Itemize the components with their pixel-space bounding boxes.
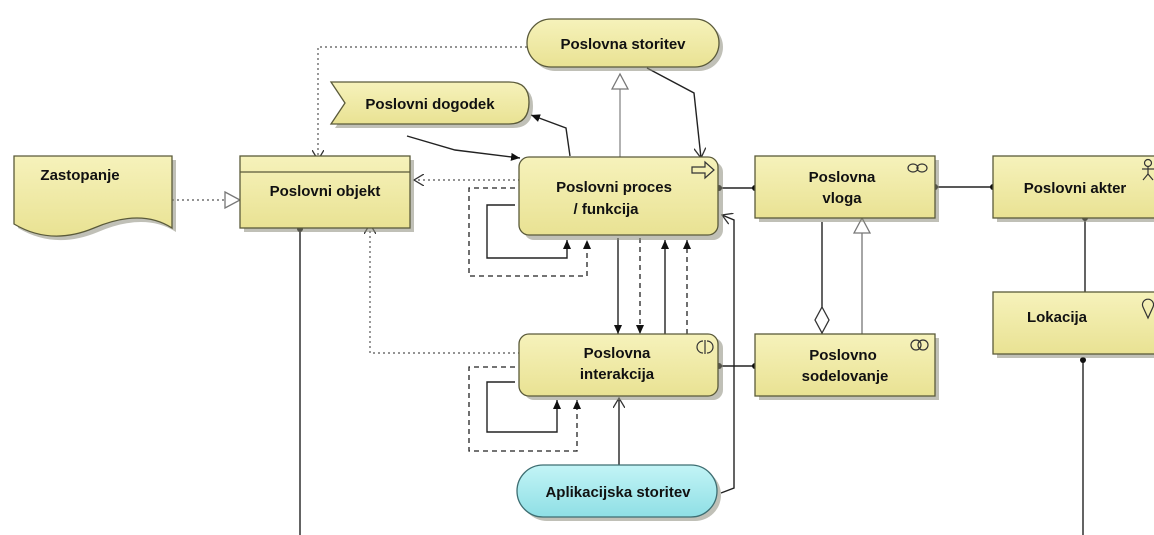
node-business-collaboration[interactable]: Poslovno sodelovanje bbox=[754, 333, 939, 400]
node-location[interactable]: Lokacija bbox=[992, 291, 1154, 358]
process-self-loop-dashed bbox=[468, 187, 591, 277]
application-service-label: Aplikacijska storitev bbox=[545, 484, 691, 501]
business-interaction-label-2: interakcija bbox=[580, 366, 655, 383]
process-self-loop-solid bbox=[486, 204, 571, 259]
node-business-service[interactable]: Poslovna storitev bbox=[526, 18, 723, 71]
actor-icon bbox=[1142, 158, 1154, 181]
event-triggers-process bbox=[406, 135, 521, 161]
aggregation-diamond bbox=[814, 305, 830, 335]
node-business-interaction[interactable]: Poslovna interakcija bbox=[518, 333, 723, 400]
node-business-object[interactable]: Poslovni objekt bbox=[239, 155, 414, 232]
business-collaboration-label-2: sodelovanje bbox=[802, 368, 889, 385]
business-collaboration-label-1: Poslovno bbox=[809, 347, 877, 364]
node-representation[interactable]: Zastopanje bbox=[13, 155, 176, 241]
interaction-accesses-object bbox=[370, 224, 520, 354]
interaction-icon bbox=[696, 340, 714, 354]
appservice-used-by-process bbox=[720, 215, 735, 494]
interaction-self-loop-solid bbox=[486, 381, 561, 433]
business-interaction-label-1: Poslovna bbox=[584, 345, 651, 362]
interaction-self-loop-dashed bbox=[468, 366, 581, 452]
business-object-label: Poslovni objekt bbox=[270, 183, 381, 200]
node-business-role[interactable]: Poslovna vloga bbox=[754, 155, 939, 222]
node-business-event[interactable]: Poslovni dogodek bbox=[329, 81, 533, 128]
node-business-process[interactable]: Poslovni proces / funkcija bbox=[518, 156, 723, 240]
node-business-actor[interactable]: Poslovni akter bbox=[992, 155, 1154, 222]
location-label: Lokacija bbox=[1027, 309, 1088, 326]
role-icon bbox=[907, 163, 928, 173]
service-used-by-process bbox=[646, 67, 701, 158]
business-event-label: Poslovni dogodek bbox=[365, 96, 495, 113]
collaboration-icon bbox=[910, 339, 929, 351]
process-triggers-event bbox=[530, 114, 571, 157]
business-process-label-1: Poslovni proces bbox=[556, 179, 672, 196]
business-role-label-1: Poslovna bbox=[809, 169, 876, 186]
business-service-label: Poslovna storitev bbox=[560, 36, 686, 53]
node-application-service[interactable]: Aplikacijska storitev bbox=[516, 464, 721, 521]
location-pin-icon bbox=[1141, 298, 1154, 320]
process-arrow-icon bbox=[691, 160, 715, 180]
connections bbox=[172, 46, 1088, 535]
representation-label: Zastopanje bbox=[40, 167, 119, 184]
business-role-label-2: vloga bbox=[822, 190, 862, 207]
business-process-label-2: / funkcija bbox=[573, 201, 639, 218]
business-actor-label: Poslovni akter bbox=[1024, 180, 1127, 197]
